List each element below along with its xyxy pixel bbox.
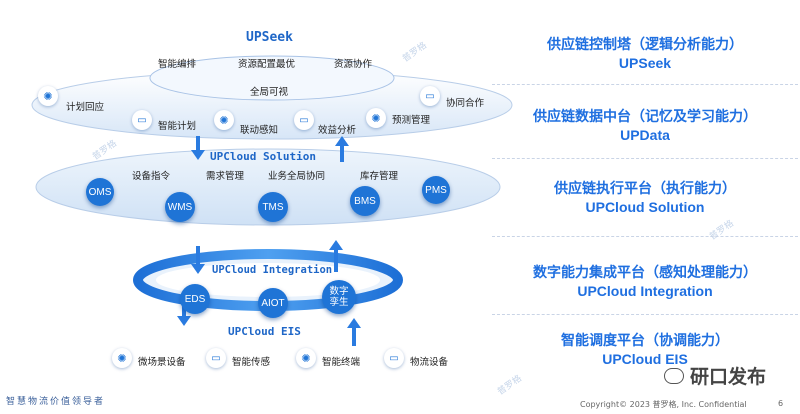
system-disc-wms: WMS xyxy=(165,192,195,222)
upseek-core: 全局可视 xyxy=(250,87,289,98)
integration-title: UPCloud Integration xyxy=(212,264,333,276)
eis-icon-label: 智能传感 xyxy=(232,357,271,368)
eis-icon-label: 智能终端 xyxy=(322,357,361,368)
system-disc-bms: BMS xyxy=(350,186,380,216)
integration-disc-aiot: AIOT xyxy=(258,288,288,318)
upseek-icon-label: 协同合作 xyxy=(446,98,485,109)
integration-disc-eds: EDS xyxy=(180,284,210,314)
upseek-icon-label: 效益分析 xyxy=(318,125,357,136)
monitor-icon: ▭ xyxy=(294,110,314,130)
brand-badge: 研口发布 xyxy=(664,362,766,389)
panel-divider xyxy=(492,84,798,85)
integration-disc-digital-twin: 数字 孪生 xyxy=(322,280,356,314)
system-disc-pms: PMS xyxy=(422,176,450,204)
panel-heading: 供应链控制塔（逻辑分析能力） xyxy=(547,36,743,52)
panel-heading: 智能调度平台（协调能力） xyxy=(561,332,729,348)
right-panel-integration: 数字能力集成平台（感知处理能力） UPCloud Integration xyxy=(492,262,798,300)
upseek-item: 资源配置最优 xyxy=(238,59,296,70)
upseek-icon-label: 联动感知 xyxy=(240,125,279,136)
upseek-icon-label: 计划回应 xyxy=(66,102,105,113)
footer-copyright: Copyright© 2023 普罗格, Inc. Confidential xyxy=(580,400,747,409)
solution-item: 库存管理 xyxy=(360,171,399,182)
panel-heading: 数字能力集成平台（感知处理能力） xyxy=(533,264,757,280)
wechat-icon xyxy=(664,367,684,384)
solution-item: 需求管理 xyxy=(206,171,245,182)
bulb-icon: ✺ xyxy=(366,108,386,128)
upseek-item: 智能编排 xyxy=(158,59,197,70)
eis-icon-label: 物流设备 xyxy=(410,357,449,368)
solution-item: 设备指令 xyxy=(132,171,171,182)
watermark-1: 普罗格 xyxy=(400,39,429,64)
upseek-inner-ellipse xyxy=(149,55,395,101)
bulb-icon: ✺ xyxy=(296,348,316,368)
panel-heading: 供应链执行平台（执行能力） xyxy=(554,180,736,196)
right-panel-updata: 供应链数据中台（记忆及学习能力） UPData xyxy=(492,106,798,144)
system-disc-oms: OMS xyxy=(86,178,114,206)
panel-subheading: UPCloud Integration xyxy=(577,283,713,299)
panel-divider xyxy=(492,314,798,315)
upseek-icon-label: 预测管理 xyxy=(392,115,431,126)
system-disc-tms: TMS xyxy=(258,192,288,222)
page-number: 6 xyxy=(778,399,784,408)
watermark-4: 普罗格 xyxy=(495,372,524,397)
panel-divider xyxy=(492,236,798,237)
eis-icon-label: 微场景设备 xyxy=(138,357,186,368)
solution-title: UPCloud Solution xyxy=(210,150,316,163)
upseek-title: UPSeek xyxy=(246,30,293,45)
panel-divider xyxy=(492,158,798,159)
right-panel-upseek: 供应链控制塔（逻辑分析能力） UPSeek xyxy=(492,34,798,72)
monitor-icon: ▭ xyxy=(132,110,152,130)
monitor-icon: ▭ xyxy=(206,348,226,368)
panel-subheading: UPSeek xyxy=(618,55,672,71)
monitor-icon: ▭ xyxy=(420,86,440,106)
watermark-3: 普罗格 xyxy=(707,217,736,242)
upseek-item: 资源协作 xyxy=(334,59,373,70)
monitor-icon: ▭ xyxy=(384,348,404,368)
upseek-icon-label: 智能计划 xyxy=(158,121,197,132)
bulb-icon: ✺ xyxy=(112,348,132,368)
right-panel-eis: 智能调度平台（协调能力） UPCloud EIS xyxy=(492,330,798,368)
right-panel-solution: 供应链执行平台（执行能力） UPCloud Solution xyxy=(492,178,798,216)
solution-ellipse xyxy=(35,148,501,226)
panel-subheading: UPCloud EIS xyxy=(602,351,688,367)
bulb-icon: ✺ xyxy=(38,86,58,106)
flow-arrows xyxy=(177,136,361,346)
panel-subheading: UPData xyxy=(620,127,670,143)
eis-title: UPCloud EIS xyxy=(228,325,301,338)
brand-name: 研口发布 xyxy=(690,366,767,388)
footer-slogan: 智慧物流价值领导者 xyxy=(6,397,106,407)
bulb-icon: ✺ xyxy=(214,110,234,130)
panel-heading: 供应链数据中台（记忆及学习能力） xyxy=(533,108,757,124)
solution-item: 业务全局协同 xyxy=(268,171,326,182)
panel-subheading: UPCloud Solution xyxy=(585,199,705,215)
